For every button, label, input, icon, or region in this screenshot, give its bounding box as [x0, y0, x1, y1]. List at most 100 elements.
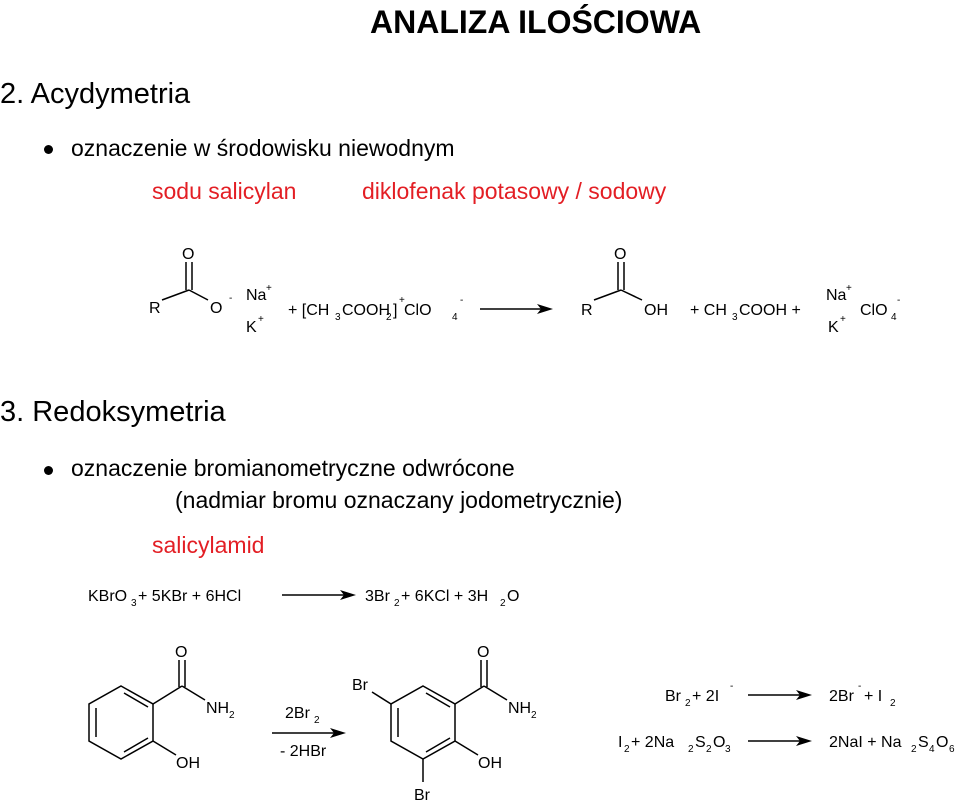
equation-part: + I	[864, 688, 882, 705]
charge-minus: -	[229, 293, 232, 304]
equation-part: + 2Na	[631, 734, 674, 751]
bond	[123, 737, 149, 753]
reagent-part: ]	[393, 302, 397, 319]
equation-part: KBrO	[88, 588, 127, 605]
bullet-text-bromatometry: oznaczenie bromianometryczne odwrócone	[71, 455, 515, 481]
bond	[152, 685, 183, 705]
arrow-head-icon	[330, 728, 346, 738]
subscript: 4	[929, 744, 935, 755]
bond	[620, 289, 643, 301]
equation-part: 2NaI + Na	[829, 734, 902, 751]
charge-plus: +	[399, 295, 405, 306]
cation-na: Na	[246, 287, 267, 304]
anion-clo4: ClO	[860, 302, 888, 319]
subscript: 4	[891, 312, 897, 323]
atom-nh2: NH	[508, 700, 531, 717]
product-part: + CH	[690, 302, 727, 319]
atom-o: O	[175, 644, 187, 661]
charge-minus: -	[897, 295, 900, 306]
bond	[152, 740, 177, 756]
atom-oh: OH	[478, 755, 502, 772]
atom-o: O	[614, 246, 626, 263]
section-heading-acidimetry: 2. Acydymetria	[0, 78, 191, 110]
atom-oh: OH	[644, 302, 668, 319]
compound-diclofenac: diklofenak potasowy / sodowy	[362, 178, 667, 204]
subscript: 6	[949, 744, 955, 755]
subscript: 2	[314, 715, 320, 726]
subscript: 2	[500, 598, 506, 609]
subscript: 3	[335, 312, 341, 323]
subscript: 2	[394, 598, 400, 609]
bond	[454, 740, 479, 756]
subscript: 2	[386, 312, 392, 323]
equation-part: + 6KCl + 3H	[401, 588, 488, 605]
charge-plus: +	[846, 283, 852, 294]
reagent-part: ClO	[404, 302, 432, 319]
subscript: 4	[452, 312, 458, 323]
subscript: 2	[531, 710, 537, 721]
charge-plus: +	[258, 314, 264, 325]
bond	[425, 737, 451, 753]
equation-part: I	[618, 734, 622, 751]
equation-part: 2Br	[829, 688, 855, 705]
product-part: COOH +	[739, 302, 801, 319]
bond	[593, 289, 622, 301]
equation-part: S	[695, 734, 706, 751]
compound-sodium-salicylate: sodu salicylan	[152, 178, 297, 204]
atom-o: O	[477, 644, 489, 661]
bond	[181, 685, 206, 701]
atom-o-minus: O	[210, 300, 222, 317]
equation-part: + 2I	[692, 688, 719, 705]
equation-part: O	[507, 588, 519, 605]
atom-nh2: NH	[206, 700, 229, 717]
section-heading-redoximetry: 3. Redoksymetria	[0, 396, 226, 428]
page-title: ANALIZA ILOŚCIOWA	[370, 4, 702, 40]
equation-part: S	[918, 734, 929, 751]
subscript: 2	[911, 744, 917, 755]
atom-oh: OH	[176, 755, 200, 772]
bond	[483, 685, 508, 701]
cation-na: Na	[826, 287, 847, 304]
subscript: 2	[685, 698, 691, 709]
note-iodometry: (nadmiar bromu oznaczany jodometrycznie)	[175, 487, 623, 513]
atom-r: R	[581, 302, 593, 319]
subscript: 2	[688, 744, 694, 755]
charge-plus: +	[840, 314, 846, 325]
equation-part: O	[936, 734, 948, 751]
equation-part: O	[713, 734, 725, 751]
bullet-text-nonaqueous: oznaczenie w środowisku niewodnym	[71, 135, 455, 161]
reagent-part: + [CH	[288, 302, 329, 319]
charge-minus: -	[730, 681, 733, 692]
arrow-head-icon	[340, 590, 356, 600]
charge-minus: -	[460, 295, 463, 306]
subscript: 2	[624, 744, 630, 755]
subscript: 3	[131, 598, 137, 609]
bond	[454, 685, 485, 705]
subscript: 3	[725, 744, 731, 755]
charge-minus: -	[858, 681, 861, 692]
bullet-icon	[44, 145, 53, 154]
atom-br: Br	[414, 787, 431, 804]
cation-k: K	[828, 319, 839, 336]
reagent: 2Br	[285, 705, 311, 722]
equation-part: 3Br	[365, 588, 391, 605]
bond	[425, 692, 451, 708]
bond	[371, 691, 392, 705]
arrow-head-icon	[796, 690, 812, 700]
equation-part: Br	[665, 688, 682, 705]
benzene-ring	[88, 685, 154, 760]
atom-r: R	[149, 300, 161, 317]
cation-k: K	[246, 319, 257, 336]
bond	[123, 692, 149, 708]
equation-part: + 5KBr + 6HCl	[138, 588, 241, 605]
bond	[161, 289, 190, 301]
subscript: 2	[890, 698, 896, 709]
byproduct: - 2HBr	[280, 743, 327, 760]
bullet-icon	[44, 466, 53, 475]
charge-plus: +	[266, 283, 272, 294]
reagent-part: COOH	[342, 302, 390, 319]
bond	[188, 289, 209, 301]
subscript: 3	[732, 312, 738, 323]
